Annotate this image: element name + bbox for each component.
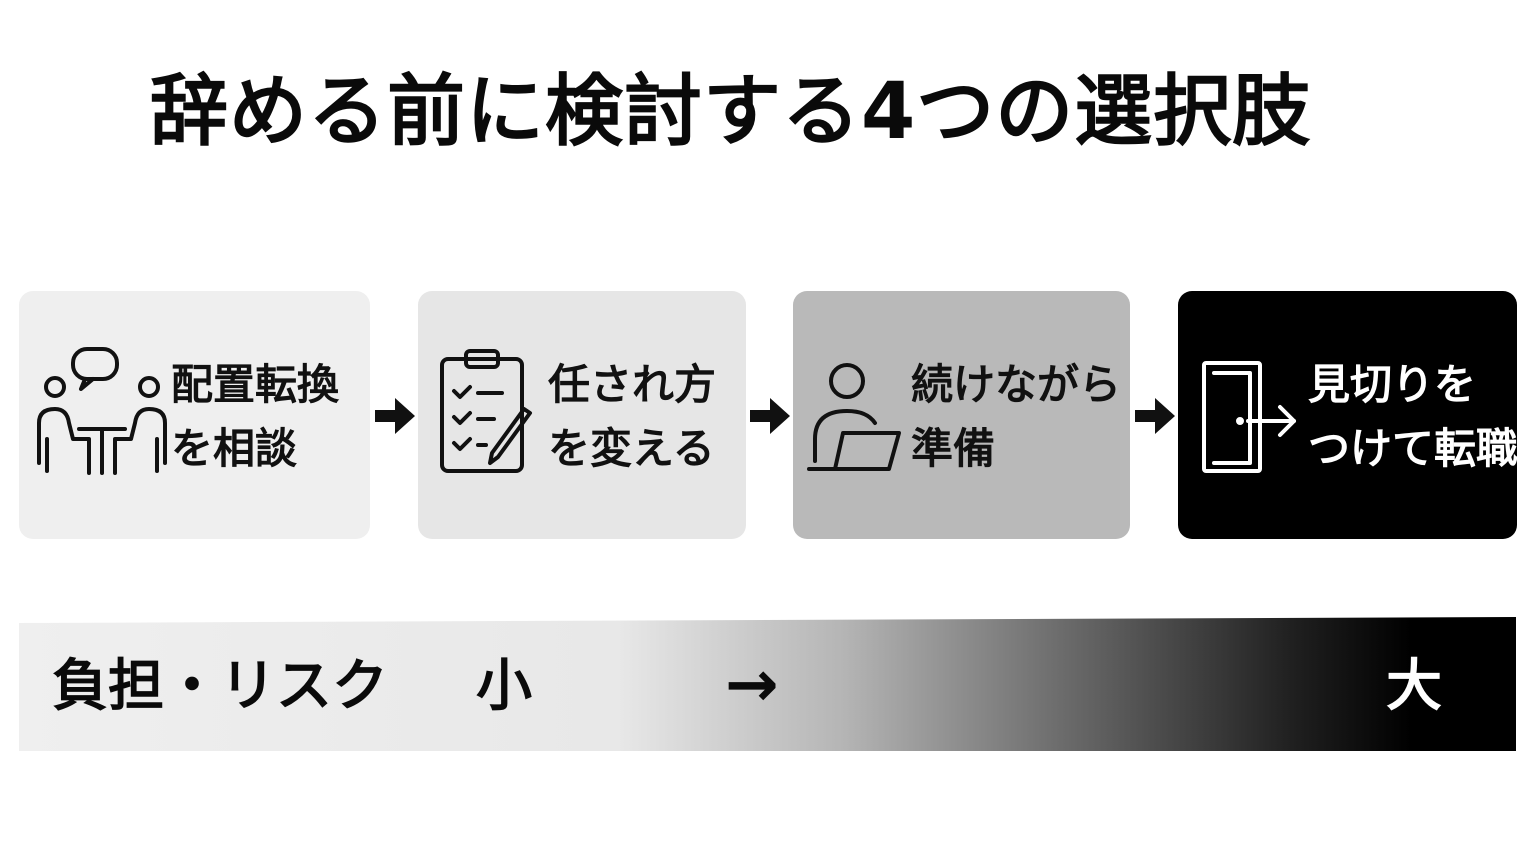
page-title: 辞める前に検討する4つの選択肢 [150, 67, 1312, 157]
step-card-change-jobs: 見切りを つけて転職 [1178, 291, 1519, 539]
arrow-right-icon [1133, 394, 1177, 442]
scale-label: 負担・リスク [52, 654, 388, 719]
exit-door-icon [1200, 359, 1300, 479]
step-label-line2: 準備 [911, 424, 996, 473]
step-card-reassignment: 配置転換 を相談 [19, 291, 370, 539]
person-laptop-icon [807, 361, 907, 480]
step-label-line1: 任され方 [548, 360, 717, 409]
scale-low-label: 小 [476, 654, 532, 719]
step-label-line2: を相談 [171, 424, 298, 473]
step-label-line2: つけて転職 [1308, 424, 1519, 473]
step-label-line1: 続けながら [911, 360, 1122, 409]
step-card-change-duties: 任され方 を変える [418, 291, 746, 539]
clipboard-checklist-icon [438, 347, 538, 479]
burden-risk-gradient-bar [19, 617, 1516, 751]
step-card-prepare-while-working: 続けながら 準備 [793, 291, 1130, 539]
arrow-right-icon [373, 394, 417, 442]
scale-arrow: → [725, 648, 779, 722]
meeting-icon [33, 343, 173, 487]
scale-high-label: 大 [1386, 654, 1442, 719]
arrow-right-icon [748, 394, 792, 442]
step-label-line2: を変える [548, 424, 715, 473]
step-label-line1: 配置転換 [171, 360, 340, 409]
step-label-line1: 見切りを [1308, 360, 1477, 409]
